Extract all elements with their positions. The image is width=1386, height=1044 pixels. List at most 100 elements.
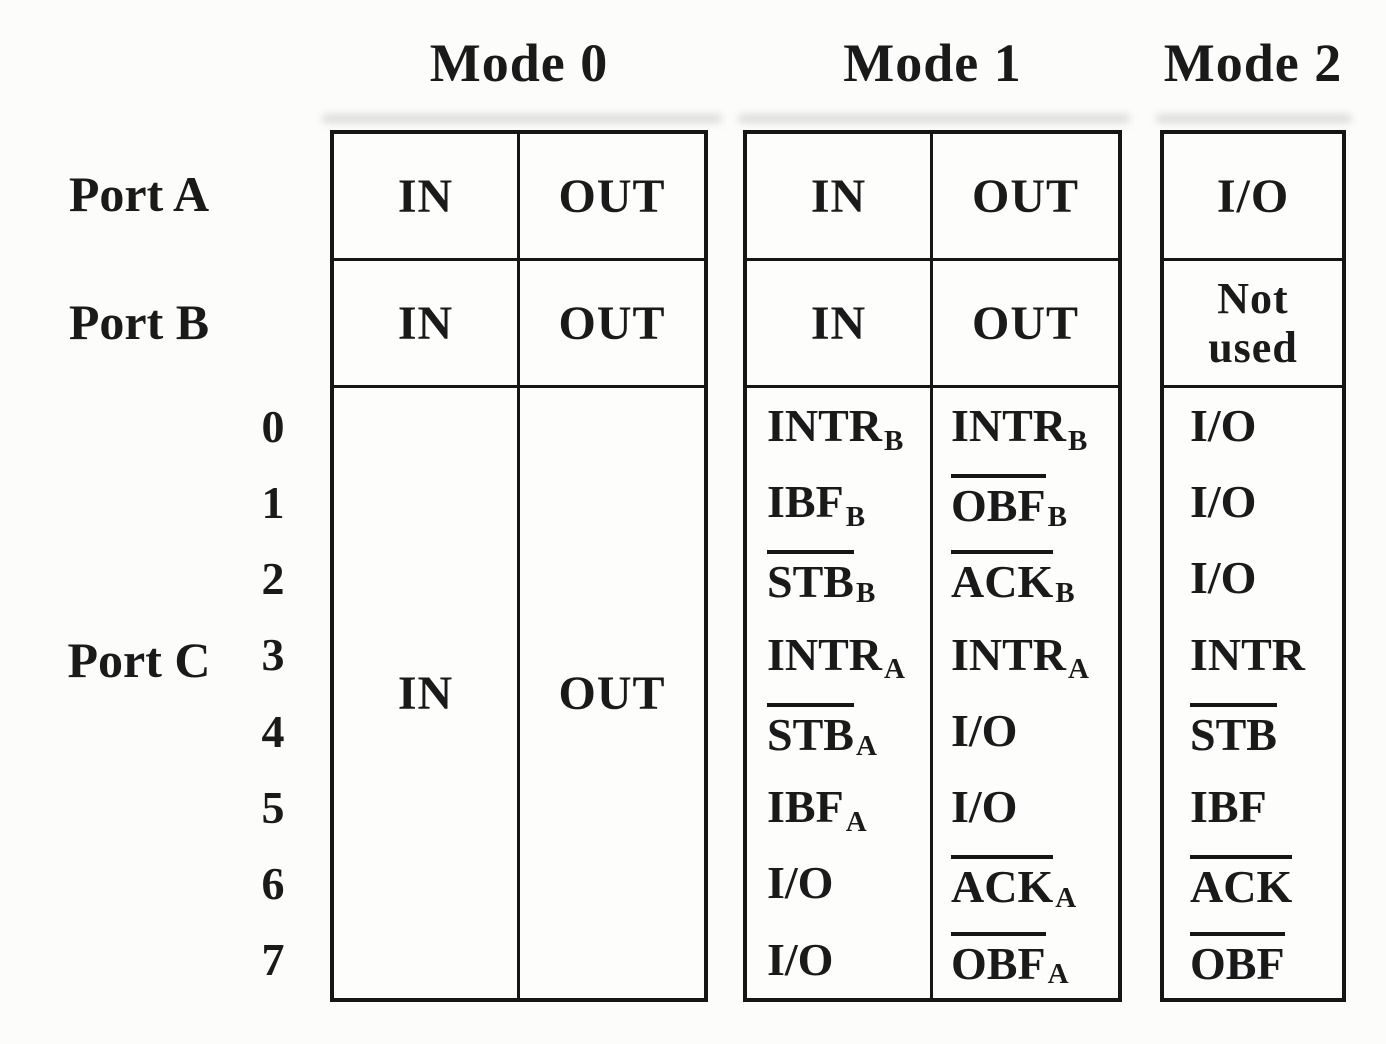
mode2-portb-line2: used (1208, 323, 1298, 372)
mode1-porta-out-cell: OUT (971, 169, 1079, 223)
signal-text: I/O (1190, 552, 1257, 604)
mode1-column-divider (930, 134, 933, 998)
signal-subscript: B (884, 424, 904, 457)
signal-subscript: A (855, 729, 877, 762)
port-c-bit-number-5: 5 (261, 781, 285, 833)
signal-text: INTR (767, 628, 883, 680)
signal-subscript: A (1055, 882, 1077, 915)
signal-text: INTR (951, 628, 1067, 680)
mode2-portc-bit0-signal: I/O (1164, 388, 1342, 464)
mode0-row-divider-b-c (334, 385, 704, 388)
port-c-bit-number-1: 1 (261, 476, 285, 528)
mode2-row-divider-a-b (1164, 258, 1342, 261)
mode-2-header: Mode 2 (1163, 33, 1343, 93)
signal-text: IBF (767, 781, 844, 833)
port-c-bit-number-0: 0 (261, 400, 285, 452)
signal-text: I/O (951, 704, 1018, 756)
signal-text: IBF (767, 476, 844, 528)
signal-subscript: A (1068, 653, 1089, 686)
mode2-portb-cell: Not used (1164, 261, 1342, 385)
mode2-portc-bit7-signal: OBF (1164, 922, 1342, 998)
signal-subscript: B (1055, 577, 1075, 610)
mode1-portb-out-cell: OUT (971, 296, 1079, 350)
mode1-portc-bit6-in-signal: I/O (747, 846, 930, 922)
signal-text: IBF (1190, 781, 1267, 833)
port-a-label: Port A (68, 166, 210, 222)
mode0-portb-out-cell: OUT (558, 296, 666, 350)
mode-0-table: IN OUT IN OUT IN OUT (330, 130, 708, 1002)
mode1-portc-bit4-out-signal: I/O (933, 693, 1118, 769)
scan-smudge (738, 114, 1130, 123)
scan-smudge (322, 114, 722, 123)
port-b-label: Port B (68, 293, 210, 350)
mode2-portc-bit1-signal: I/O (1164, 464, 1342, 540)
mode-1-header: Mode 1 (843, 33, 1022, 93)
signal-text: STB (767, 550, 854, 606)
scan-smudge (1156, 114, 1352, 123)
signal-text: I/O (1190, 399, 1257, 451)
port-c-bit-number-4: 4 (261, 705, 285, 757)
signal-text: I/O (767, 857, 834, 909)
signal-subscript: A (1047, 958, 1069, 991)
signal-text: OBF (1190, 931, 1285, 988)
signal-text: ACK (1190, 855, 1293, 911)
signal-subscript: B (1047, 500, 1067, 533)
mode2-portc-bit4-signal: STB (1164, 693, 1342, 769)
port-c-bit-number-3: 3 (261, 629, 285, 681)
mode2-portb-line1: Not (1217, 273, 1289, 323)
mode1-portc-bit7-in-signal: I/O (747, 922, 930, 998)
mode-0-header: Mode 0 (429, 33, 609, 93)
mode1-portc-bit5-out-signal: I/O (933, 769, 1118, 845)
mode2-portc-bit2-signal: I/O (1164, 541, 1342, 617)
mode1-row-divider-b-c (747, 385, 1118, 388)
mode2-portc-column: I/O I/O I/O INTR STB IBF ACK OBF (1164, 388, 1342, 998)
port-c-bit-rail: 0 1 2 3 4 5 6 7 (238, 388, 308, 998)
signal-text: INTR (1190, 628, 1306, 680)
signal-text: I/O (767, 933, 834, 985)
mode0-porta-in-cell: IN (397, 169, 454, 223)
port-c-bit-number-6: 6 (261, 858, 285, 910)
mode2-portc-bit3-signal: INTR (1164, 617, 1342, 693)
port-c-label: Port C (67, 632, 211, 688)
mode-2-table: I/O Not used I/O I/O I/O INTR STB IBF AC… (1160, 130, 1346, 1002)
signal-text: OBF (951, 474, 1046, 530)
signal-subscript: A (845, 805, 867, 838)
mode2-portc-bit5-signal: IBF (1164, 769, 1342, 845)
signal-text: STB (1190, 702, 1277, 759)
signal-subscript: B (1068, 424, 1088, 457)
port-c-bit-number-2: 2 (261, 553, 285, 605)
signal-text: ACK (951, 550, 1054, 606)
port-c-bit-number-7: 7 (261, 934, 285, 986)
signal-text: STB (767, 702, 854, 759)
mode0-row-divider-a-b (334, 258, 704, 261)
signal-text: I/O (1190, 476, 1257, 528)
mode2-portb-text: Not used (1208, 274, 1298, 373)
mode0-portc-out-cell: OUT (558, 666, 666, 720)
mode2-porta-cell: I/O (1216, 169, 1290, 223)
signal-text: OBF (951, 931, 1046, 988)
signal-text: ACK (951, 855, 1054, 911)
mode1-porta-in-cell: IN (810, 169, 867, 223)
mode2-portc-bit6-signal: ACK (1164, 846, 1342, 922)
signal-subscript: A (884, 653, 905, 686)
mode0-column-divider (517, 134, 520, 998)
signal-subscript: B (855, 577, 876, 610)
signal-text: I/O (951, 781, 1018, 833)
mode1-row-divider-a-b (747, 258, 1118, 261)
signal-text: INTR (767, 399, 883, 451)
mode0-porta-out-cell: OUT (558, 169, 666, 223)
